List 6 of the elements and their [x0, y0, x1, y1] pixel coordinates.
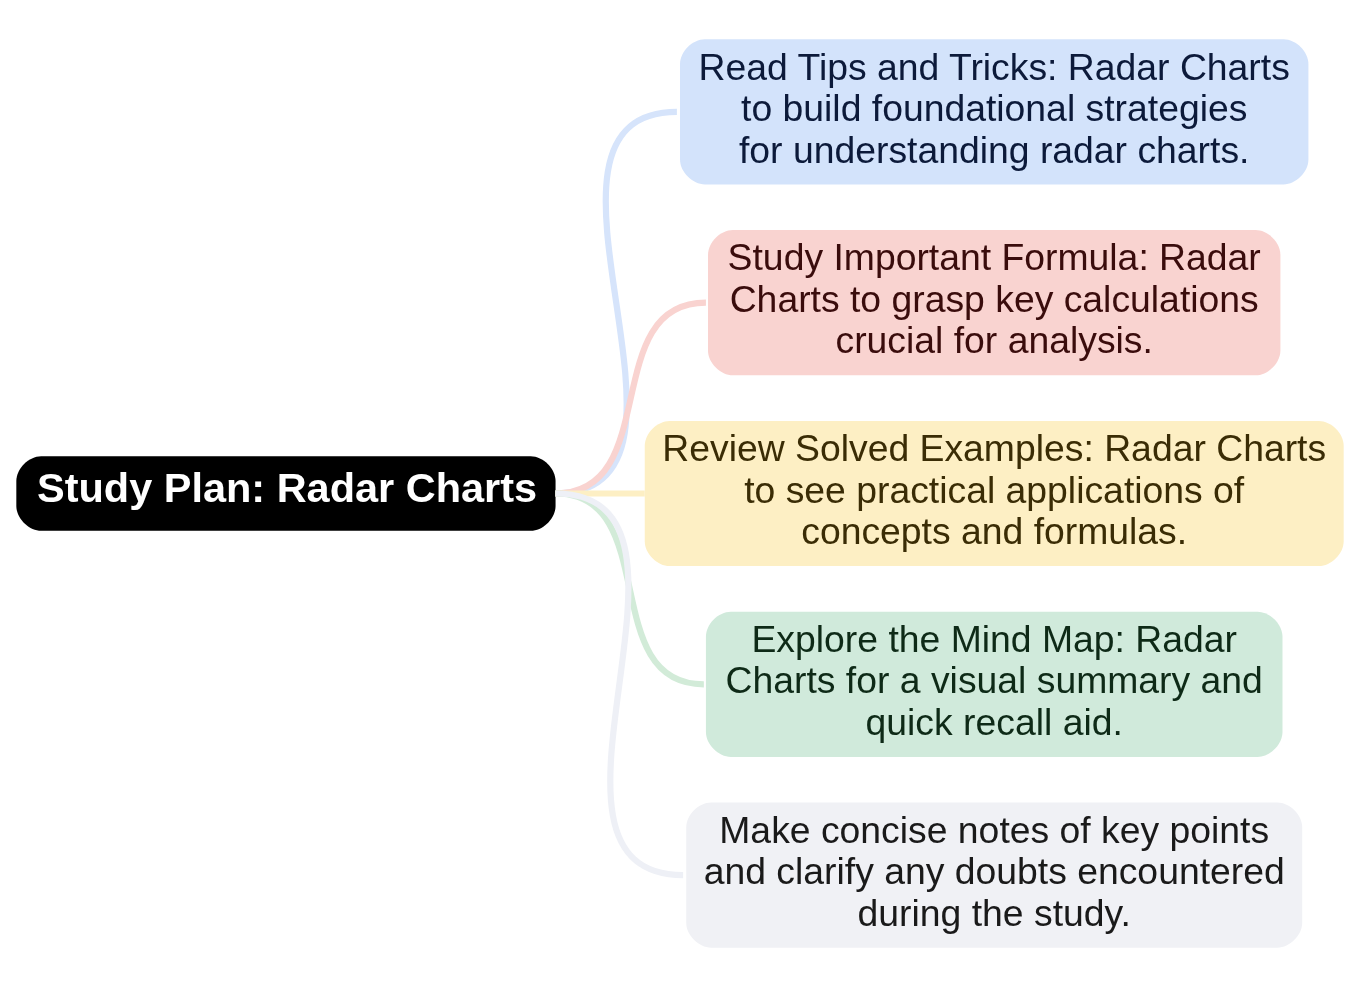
- node-box: Explore the Mind Map: Radar Charts for a visual summary and quick recall aid.: [705, 611, 1283, 757]
- connector: [554, 489, 684, 878]
- node-box: Study Important Formula: Radar Charts to grasp key calculations crucial for analysis.: [708, 229, 1281, 375]
- node-box: Read Tips and Tricks: Radar Charts to build foundational strategies for understanding radar charts.: [680, 38, 1309, 184]
- node-box: Review Solved Examples: Radar Charts to see practical applications of concepts and formulas.: [644, 420, 1344, 566]
- node-box: Study Plan: Radar Charts: [16, 455, 556, 531]
